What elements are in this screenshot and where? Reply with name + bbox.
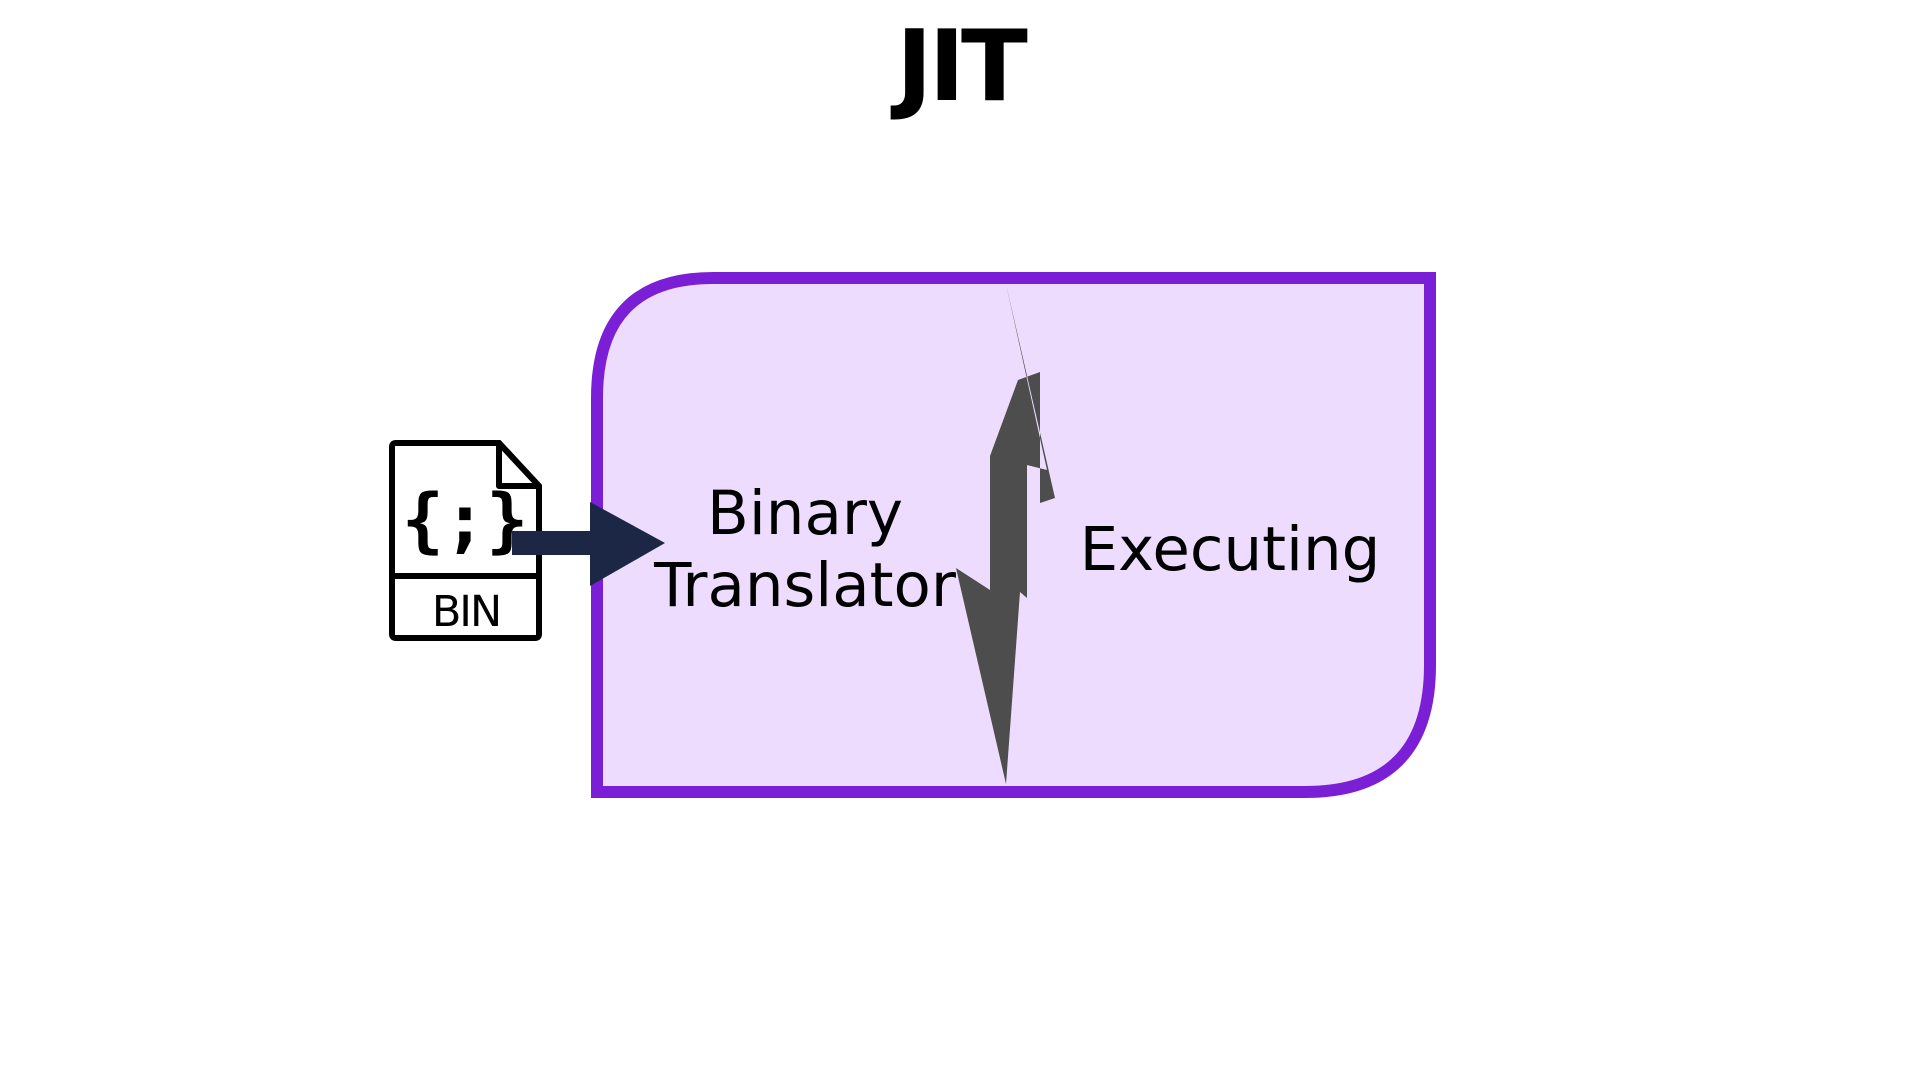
executing-label: Executing [1079, 514, 1381, 585]
arrow-right-icon [512, 502, 665, 586]
binary-file-icon: {;} BIN [389, 440, 542, 641]
diagram-title: JIT [896, 10, 1028, 124]
binary-translator-label: Binary Translator [620, 478, 990, 622]
binary-translator-line1: Binary [706, 478, 904, 549]
file-icon-symbol: {;} [402, 479, 528, 561]
binary-translator-line2: Translator [654, 550, 956, 621]
lightning-bolt-icon [956, 284, 1055, 784]
file-icon-label: BIN [432, 587, 500, 637]
